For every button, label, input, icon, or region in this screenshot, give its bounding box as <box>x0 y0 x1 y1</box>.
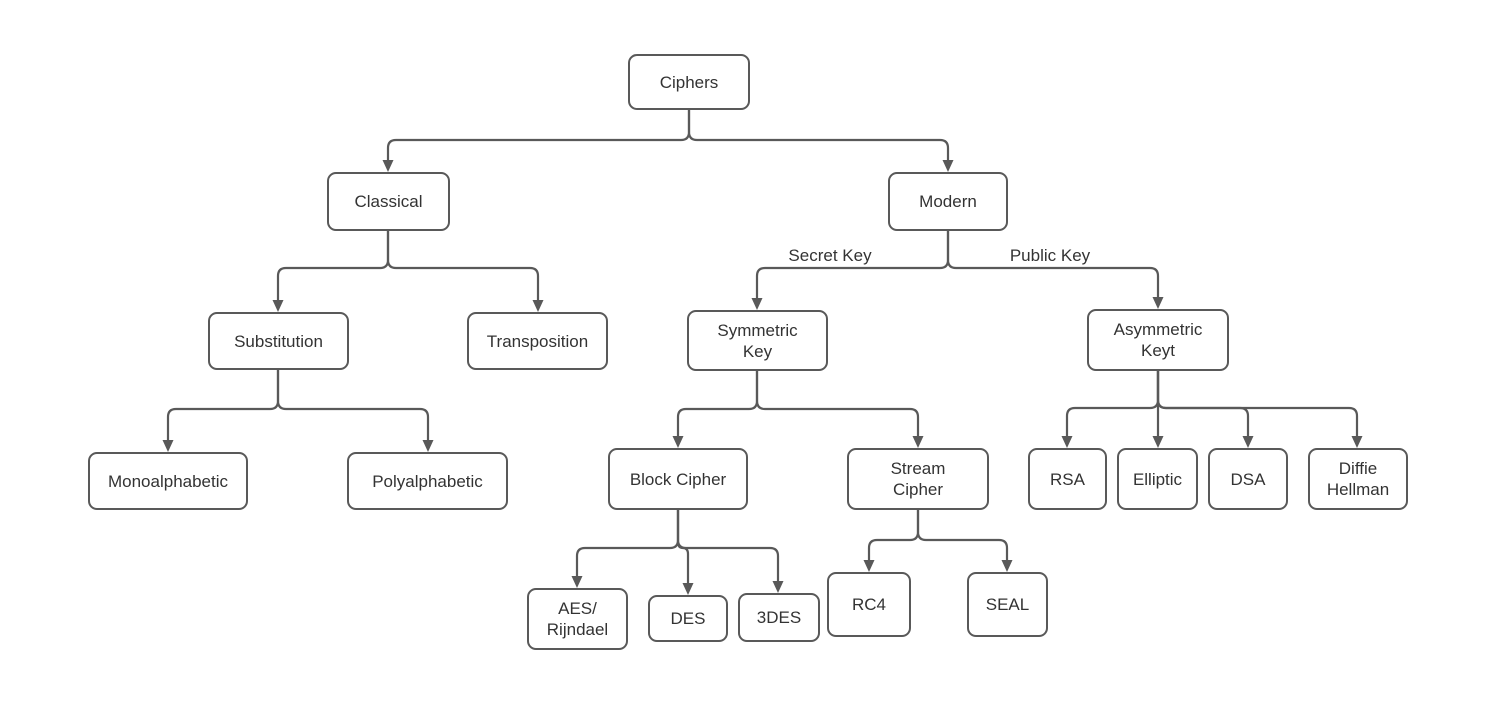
edge-symmetric-key-stream-cipher <box>755 371 924 448</box>
edge-ciphers-classical <box>382 110 691 172</box>
node-transposition: Transposition <box>467 312 608 370</box>
edge-modern-asymmetric-keyt <box>946 231 1164 309</box>
node-aes-rijndael: AES/ Rijndael <box>527 588 628 650</box>
node-block-cipher: Block Cipher <box>608 448 748 510</box>
node-substitution: Substitution <box>208 312 349 370</box>
node-elliptic: Elliptic <box>1117 448 1198 510</box>
node-modern: Modern <box>888 172 1008 231</box>
node-polyalphabetic: Polyalphabetic <box>347 452 508 510</box>
node-rsa: RSA <box>1028 448 1107 510</box>
edge-label-secret-key: Secret Key <box>788 246 872 265</box>
edge-asymmetric-keyt-dsa <box>1156 371 1254 448</box>
edge-ciphers-modern <box>687 110 954 172</box>
edge-block-cipher-des <box>676 510 694 595</box>
edge-block-cipher-3des <box>676 510 784 593</box>
node-asymmetric-keyt: Asymmetric Keyt <box>1087 309 1229 371</box>
edge-stream-cipher-rc4 <box>863 510 920 572</box>
edge-symmetric-key-block-cipher <box>672 371 759 448</box>
edge-label-public-key: Public Key <box>1009 246 1091 265</box>
edge-classical-transposition <box>386 231 544 312</box>
node-monoalphabetic: Monoalphabetic <box>88 452 248 510</box>
edge-substitution-monoalphabetic <box>162 370 280 452</box>
edge-block-cipher-aes-rijndael <box>571 510 680 588</box>
edge-substitution-polyalphabetic <box>276 370 434 452</box>
edge-asymmetric-keyt-rsa <box>1061 371 1160 448</box>
edge-classical-substitution <box>272 231 390 312</box>
node-symmetric-key: Symmetric Key <box>687 310 828 371</box>
node-classical: Classical <box>327 172 450 231</box>
node-diffie-hellman: Diffie Hellman <box>1308 448 1408 510</box>
edge-asymmetric-keyt-diffie-hellman <box>1156 371 1363 448</box>
edge-modern-symmetric-key <box>751 231 950 310</box>
node-des: DES <box>648 595 728 642</box>
node-ciphers: Ciphers <box>628 54 750 110</box>
node-dsa: DSA <box>1208 448 1288 510</box>
node-3des: 3DES <box>738 593 820 642</box>
node-rc4: RC4 <box>827 572 911 637</box>
edge-stream-cipher-seal <box>916 510 1013 572</box>
node-seal: SEAL <box>967 572 1048 637</box>
node-stream-cipher: Stream Cipher <box>847 448 989 510</box>
